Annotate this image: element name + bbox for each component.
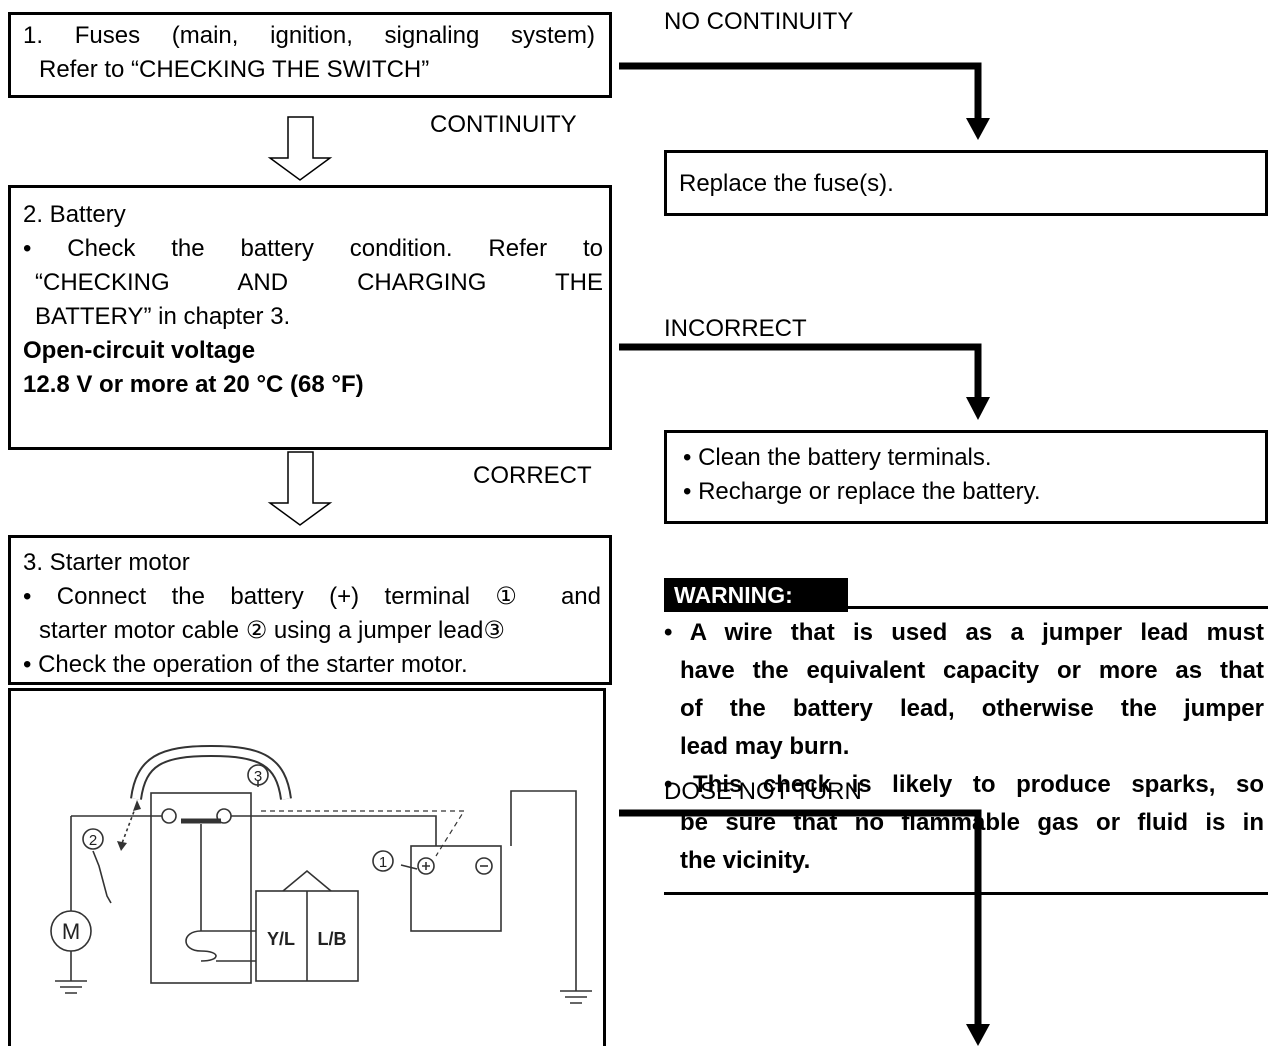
label-incorrect: INCORRECT (664, 315, 807, 342)
correct-arrow (267, 451, 333, 526)
battery-action-1: • Clean the battery terminals. (683, 444, 992, 471)
motor-ground-symbol (55, 980, 87, 994)
spec-value: 12.8 V or more at 20 °C (68 °F) (23, 371, 364, 398)
wiring-schematic-box: 2 3 1 M Y/L L/B (8, 688, 606, 1046)
battery-ground-symbol (560, 990, 592, 1004)
coupler-label-right: L/B (318, 929, 347, 949)
label-does-not-turn: DOSE NOT TURN (664, 778, 862, 805)
warning-top-rule (664, 606, 1268, 609)
step2-battery-box: 2. Battery • Check the battery condition… (8, 185, 612, 450)
warning-text: • A wire that is used as a jumper lead m… (664, 614, 1264, 880)
battery-plus-terminal (417, 857, 435, 875)
battery-minus-terminal (475, 857, 493, 875)
replace-fuse-box: Replace the fuse(s). (664, 150, 1268, 216)
relay-terminal-left (161, 808, 177, 824)
warning-line-1: • A wire that is used as a jumper lead m… (664, 619, 1264, 646)
battery-action-box: • Clean the battery terminals. • Recharg… (664, 430, 1268, 524)
warning-line-5: • This check is likely to produce sparks… (664, 771, 1264, 798)
step2-line-2: “CHECKING AND CHARGING THE (35, 269, 603, 296)
warning-line-2: have the equivalent capacity or more as … (680, 657, 1264, 684)
step1-line-1: 1. Fuses (main, ignition, signaling syst… (23, 22, 595, 49)
continuity-arrow (267, 116, 333, 181)
label-no-continuity: NO CONTINUITY (664, 8, 854, 35)
warning-line-3: of the battery lead, otherwise the jumpe… (680, 695, 1264, 722)
step1-line-2: Refer to “CHECKING THE SWITCH” (39, 56, 430, 83)
step2-line-1: • Check the battery condition. Refer to (23, 235, 603, 262)
incorrect-elbow-arrow (619, 343, 990, 420)
spec-label: Open-circuit voltage (23, 337, 256, 364)
callout-3 (247, 764, 269, 786)
warning-bottom-rule (664, 892, 1268, 895)
step3-starter-box: 3. Starter motor • Connect the battery (… (8, 535, 612, 685)
callout-2 (82, 828, 104, 850)
step1-fuses-box: 1. Fuses (main, ignition, signaling syst… (8, 12, 612, 98)
callout-1-label: 1 (379, 854, 387, 871)
warning-line-4: lead may burn. (680, 733, 850, 760)
label-continuity: CONTINUITY (430, 111, 577, 138)
warning-line-6: be sure that no flammable gas or fluid i… (680, 809, 1264, 836)
does-not-turn-elbow-arrow (619, 809, 990, 1046)
relay-terminal-right (216, 808, 232, 824)
callout-2-label: 2 (89, 832, 97, 849)
step3-title: 3. Starter motor (23, 549, 190, 576)
wiring-schematic: 2 3 1 M Y/L L/B (50, 744, 592, 1004)
coupler-label-left: Y/L (267, 929, 295, 949)
label-correct: CORRECT (473, 462, 592, 489)
no-continuity-elbow-arrow (619, 62, 990, 140)
motor-label: M (62, 919, 80, 944)
warning-line-7: the vicinity. (680, 847, 811, 874)
battery-action-2: • Recharge or replace the battery. (683, 478, 1041, 505)
battery-symbol (410, 845, 502, 932)
step2-line-3: BATTERY” in chapter 3. (35, 303, 291, 330)
step3-line-2: starter motor cable ② using a jumper lea… (39, 617, 505, 644)
step3-line-3: • Check the operation of the starter mot… (23, 651, 468, 678)
callout-3-label: 3 (254, 768, 262, 785)
callout-1 (372, 850, 394, 872)
step2-title: 2. Battery (23, 201, 126, 228)
starter-relay (150, 792, 252, 984)
replace-fuse-text: Replace the fuse(s). (679, 170, 894, 197)
step3-line-1: • Connect the battery (+) terminal ① and (23, 583, 601, 610)
